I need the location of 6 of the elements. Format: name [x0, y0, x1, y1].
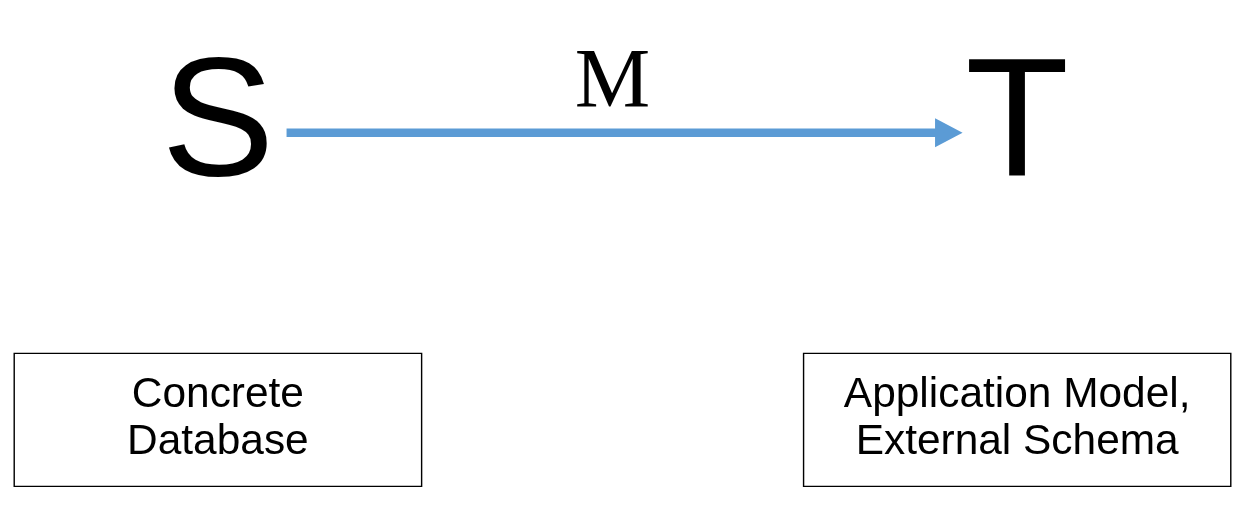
edge-label: M — [574, 30, 651, 125]
arrow — [286, 117, 963, 147]
node-text: S — [161, 20, 275, 211]
node-box: Concrete Database — [13, 352, 423, 487]
node-text: T — [965, 20, 1070, 211]
node-box: Application Model, External Schema — [802, 352, 1232, 487]
